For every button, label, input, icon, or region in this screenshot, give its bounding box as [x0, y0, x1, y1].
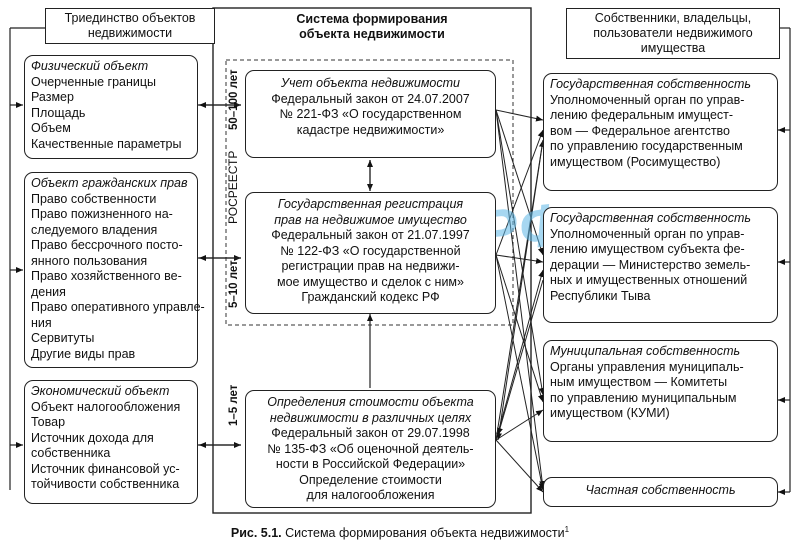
- left-box-line: Право бессрочного посто-: [31, 238, 183, 252]
- center-box-line: для налогообложения: [306, 488, 435, 502]
- right-box-line: имуществом (Росимущество): [550, 154, 721, 169]
- center-box-line: № 135-ФЗ «Об оценочной деятель-: [267, 441, 474, 456]
- left-box-line: Площадь: [31, 105, 86, 120]
- right-box-regional-property: Государственная собственность Уполномоче…: [543, 207, 778, 323]
- center-header-line-2: объекта недвижимости: [299, 27, 445, 41]
- left-box-line: Источник дохода для: [31, 430, 154, 445]
- right-header: Собственники, владельцы, пользователи не…: [566, 8, 780, 59]
- right-header-line-3: имущества: [640, 41, 706, 55]
- right-box-title: Государственная собственность: [550, 77, 751, 91]
- center-box-title: Определения стоимости объекта: [267, 395, 474, 409]
- left-box-line: Очерченные границы: [31, 74, 157, 89]
- center-header-line-1: Система формирования: [296, 12, 448, 26]
- left-box-line: Другие виды прав: [31, 346, 136, 361]
- right-header-line-1: Собственники, владельцы,: [594, 11, 752, 25]
- left-box-line: янного пользования: [31, 253, 148, 268]
- left-box-line: дения: [31, 284, 66, 299]
- right-box-line: ных и имущественных отношений: [550, 273, 748, 287]
- period-top-label: 50–100 лет: [228, 69, 240, 130]
- center-box-line: регистрации прав на недвижи-: [281, 259, 460, 273]
- right-box-title: Частная собственность: [585, 483, 736, 497]
- center-box-line: Федеральный закон от 29.07.1998: [271, 426, 470, 440]
- right-box-title: Муниципальная собственность: [550, 344, 741, 358]
- left-box-civil-rights-object: Объект гражданских прав Право собственно…: [24, 172, 205, 368]
- left-header: Триединство объектов недвижимости: [45, 8, 215, 44]
- center-box-state-registration: Государственная регистрация прав на недв…: [245, 192, 496, 314]
- left-header-line-2: недвижимости: [87, 26, 173, 40]
- right-box-line: имуществом (КУМИ): [550, 406, 670, 420]
- right-box-line: дерации — Министерство земель-: [550, 257, 751, 272]
- left-box-line: Размер: [31, 90, 74, 104]
- left-box-line: Право хозяйственного ве-: [31, 269, 182, 283]
- figure-caption: Рис. 5.1. Система формирования объекта н…: [0, 525, 800, 540]
- center-box-line: мое имущество и сделок с ним»: [277, 274, 464, 289]
- right-header-line-2: пользователи недвижимого: [593, 26, 753, 40]
- center-box-line: Определение стоимости: [299, 472, 442, 487]
- right-box-line: по управлению муниципальным: [550, 390, 737, 405]
- period-mid-label: 5–10 лет: [228, 260, 240, 308]
- left-box-line: Право пожизненного на-: [31, 207, 173, 221]
- left-box-line: Объем: [31, 121, 71, 135]
- center-box-line: № 221-ФЗ «О государственном: [279, 107, 462, 121]
- center-box-line: Федеральный закон от 21.07.1997: [271, 228, 470, 242]
- right-box-municipal-property: Муниципальная собственность Органы управ…: [543, 340, 778, 442]
- left-box-line: Качественные параметры: [31, 136, 182, 151]
- period-bottom-label: 1–5 лет: [228, 384, 240, 426]
- right-box-line: по управлению государственным: [550, 139, 743, 153]
- right-box-federal-property: Государственная собственность Уполномоче…: [543, 73, 778, 191]
- caption-footnote-mark: 1: [564, 525, 570, 534]
- left-box-line: Товар: [31, 415, 66, 429]
- center-box-line: № 122-ФЗ «О государственной: [280, 243, 461, 258]
- left-box-economic-object: Экономический объект Объект налогообложе…: [24, 380, 198, 504]
- right-box-line: вом — Федеральное агентство: [550, 123, 731, 138]
- right-box-line: лению имуществом субъекта фе-: [550, 242, 745, 256]
- center-box-cadastral-accounting: Учет объекта недвижимости Федеральный за…: [245, 70, 496, 158]
- left-box-title: Экономический объект: [31, 384, 170, 398]
- center-box-line: кадастре недвижимости»: [296, 122, 445, 137]
- left-box-line: Право собственности: [31, 191, 157, 206]
- left-box-line: следуемого владения: [31, 222, 158, 237]
- right-box-title: Государственная собственность: [550, 211, 751, 225]
- center-header: Система формирования объекта недвижимост…: [262, 10, 482, 44]
- right-box-line: Республики Тыва: [550, 288, 651, 303]
- left-box-title: Физический объект: [31, 59, 149, 73]
- center-box-title: Учет объекта недвижимости: [281, 76, 460, 90]
- center-box-title: прав на недвижимое имущество: [274, 212, 467, 227]
- right-box-line: Уполномоченный орган по управ-: [550, 92, 745, 107]
- center-box-line: Федеральный закон от 24.07.2007: [271, 91, 470, 106]
- center-box-line: Гражданский кодекс РФ: [301, 290, 440, 304]
- caption-prefix: Рис. 5.1.: [230, 526, 282, 541]
- right-box-line: Уполномоченный орган по управ-: [550, 226, 745, 241]
- right-box-line: Органы управления муниципаль-: [550, 359, 744, 374]
- left-box-physical-object: Физический объект Очерченные границы Раз…: [24, 55, 198, 159]
- right-box-line: лению федеральным имущест-: [550, 108, 734, 122]
- rosreestr-label: РОСРЕЕСТР: [226, 150, 240, 224]
- left-box-line: Право оперативного управле-: [31, 300, 205, 314]
- center-box-valuation: Определения стоимости объекта недвижимос…: [245, 390, 496, 508]
- left-box-line: ния: [31, 315, 52, 330]
- right-box-line: ным имуществом — Комитеты: [550, 375, 728, 389]
- left-box-line: Сервитуты: [31, 331, 95, 345]
- left-header-line-1: Триединство объектов: [64, 11, 196, 25]
- right-box-private-property: Частная собственность: [543, 477, 778, 507]
- center-box-title: недвижимости в различных целях: [269, 410, 472, 425]
- left-box-line: собственника: [31, 446, 111, 460]
- left-box-line: Источник финансовой ус-: [31, 461, 180, 476]
- center-box-title: Государственная регистрация: [277, 197, 464, 211]
- center-box-line: ности в Российской Федерации»: [275, 457, 466, 471]
- left-box-line: Объект налогообложения: [31, 399, 181, 414]
- left-box-line: тойчивости собственника: [31, 477, 180, 491]
- left-box-title: Объект гражданских прав: [31, 176, 188, 190]
- caption-text: Система формирования объекта недвижимост…: [281, 526, 565, 541]
